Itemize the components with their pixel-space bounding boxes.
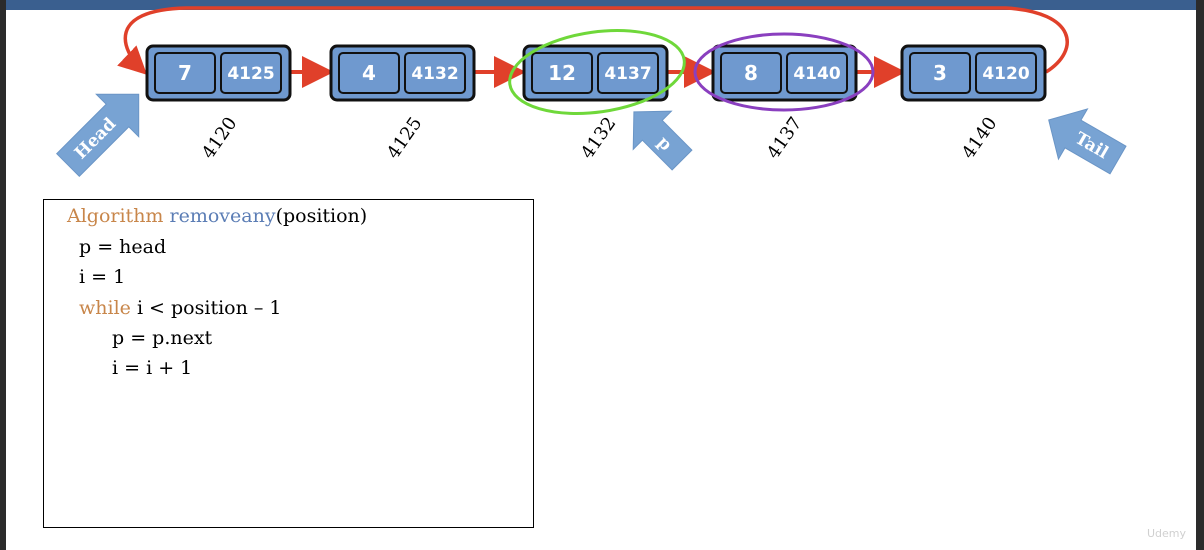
node-value: 4 <box>362 61 376 85</box>
head-pointer-arrow: Head <box>55 93 140 178</box>
node-value: 7 <box>178 61 192 85</box>
p-pointer-arrow: p <box>632 110 693 171</box>
list-node: 8 4140 <box>711 44 858 102</box>
slide-top-bar <box>6 0 1196 10</box>
algorithm-name: removeany <box>169 205 276 227</box>
algorithm-keyword: Algorithm <box>67 205 164 227</box>
node-address: 4140 <box>958 113 1001 163</box>
node-address: 4120 <box>198 113 241 163</box>
node-next-address: 4140 <box>793 64 840 84</box>
while-keyword: while <box>79 297 131 319</box>
node-next-address: 4137 <box>604 64 651 84</box>
node-value: 8 <box>744 61 758 85</box>
code-line: i = i + 1 <box>112 357 193 379</box>
udemy-watermark: Udemy <box>1146 527 1186 540</box>
algorithm-box: Algorithm removeany(position) p = head i… <box>43 199 534 528</box>
node-value: 3 <box>933 61 947 85</box>
linked-list-diagram: 7 4125 4 4132 12 4137 8 4140 <box>55 6 1127 178</box>
purple-highlight-ellipse <box>693 32 875 112</box>
node-address: 4125 <box>383 113 426 163</box>
node-next-address: 4120 <box>982 64 1029 84</box>
code-line: p = p.next <box>112 327 213 349</box>
node-next-address: 4125 <box>227 64 274 84</box>
node-value: 12 <box>548 61 576 85</box>
code-line-while: while i < position – 1 <box>79 296 282 320</box>
algorithm-params: (position) <box>275 205 368 227</box>
code-line: i = 1 <box>79 266 126 288</box>
tail-pointer-arrow: Tail <box>1048 108 1127 175</box>
green-highlight-ellipse <box>508 29 686 115</box>
list-node: 3 4120 <box>900 44 1047 102</box>
node-next-address: 4132 <box>411 64 458 84</box>
list-node: 7 4125 <box>145 44 292 102</box>
node-address: 4137 <box>763 113 806 163</box>
while-condition: i < position – 1 <box>130 297 282 319</box>
list-node: 4 4132 <box>329 44 476 102</box>
slide: 7 4125 4 4132 12 4137 8 4140 <box>6 0 1196 550</box>
node-address: 4132 <box>577 113 620 163</box>
circular-link-arrow <box>117 6 1069 75</box>
algorithm-header: Algorithm removeany(position) <box>67 204 367 228</box>
list-node: 12 4137 <box>522 44 669 102</box>
code-line: p = head <box>79 236 167 258</box>
